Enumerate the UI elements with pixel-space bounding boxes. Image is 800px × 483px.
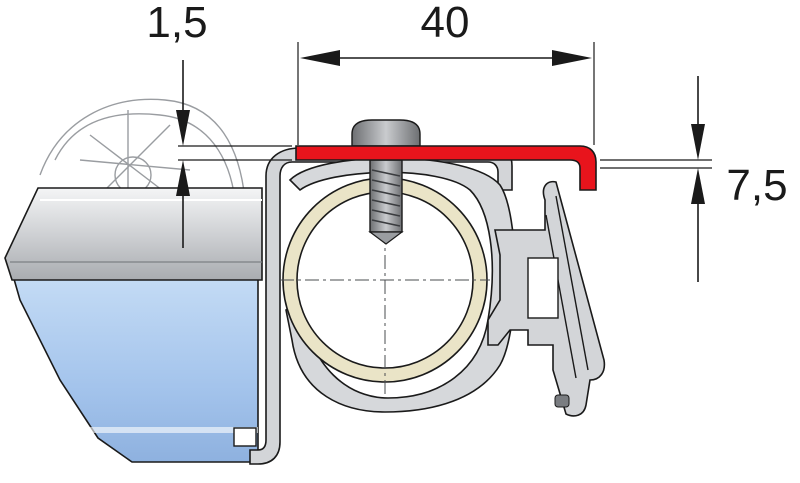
pulley-wheel-outline <box>39 98 246 201</box>
bolt <box>351 119 421 245</box>
dimension-thickness: 1,5 <box>146 0 292 248</box>
dimension-width-label: 40 <box>421 0 470 47</box>
dimension-thickness-label: 1,5 <box>146 0 207 47</box>
glass-panel <box>10 271 259 463</box>
rail-profile <box>4 187 263 281</box>
dimension-height: 7,5 <box>600 76 788 282</box>
bolt-head <box>351 119 421 147</box>
cover-profile-highlight <box>295 145 597 191</box>
dimension-height-label: 7,5 <box>726 161 787 210</box>
panel-notch <box>233 427 257 447</box>
clip-window <box>527 257 559 319</box>
dimension-width: 40 <box>297 0 595 145</box>
mounting-bracket <box>249 147 513 465</box>
tube-clamp <box>285 157 516 413</box>
